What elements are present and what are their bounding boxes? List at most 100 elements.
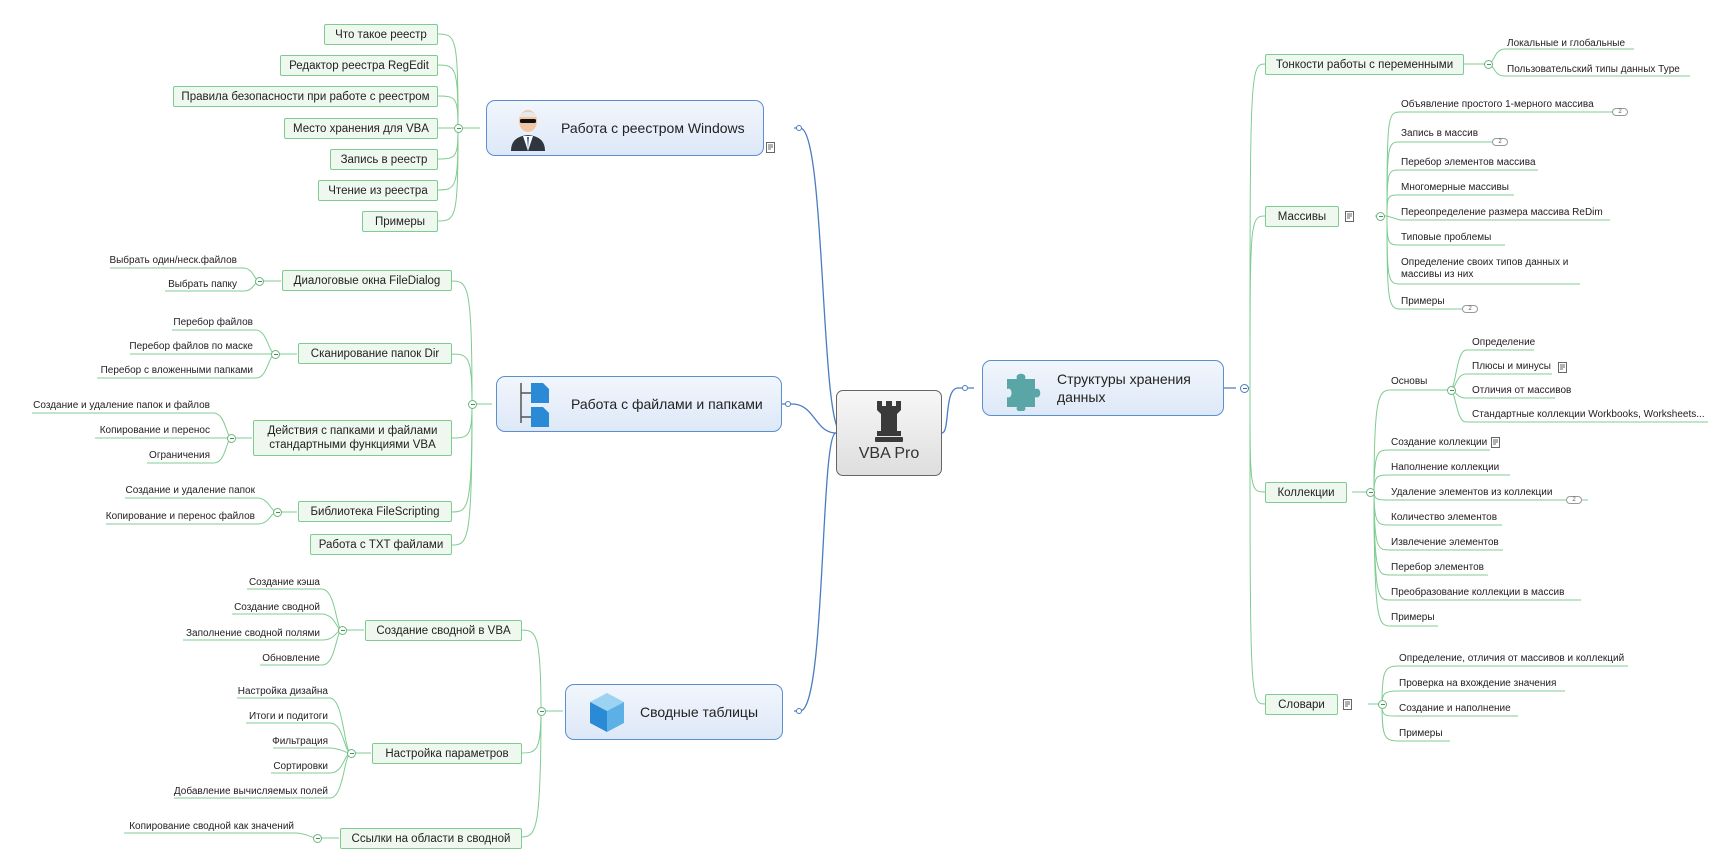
dicts-leaf[interactable]: Определение, отличия от массивов и колле… <box>1399 653 1625 664</box>
files-txt[interactable]: Работа с TXT файлами <box>310 534 452 555</box>
pivot-create[interactable]: Создание сводной в VBA <box>365 620 522 641</box>
storage-collections[interactable]: Коллекции <box>1265 482 1347 503</box>
storage-arrays[interactable]: Массивы <box>1265 206 1339 227</box>
pivot-settings-leaf[interactable]: Настройка дизайна <box>237 686 328 697</box>
registry-item-what[interactable]: Что такое реестр <box>324 24 438 45</box>
files-dir-leaf[interactable]: Перебор файлов по маске <box>129 341 253 352</box>
files-fso-leaf[interactable]: Создание и удаление папок <box>125 485 255 496</box>
registry-collapse-toggle[interactable] <box>454 124 463 133</box>
files-dialog-toggle[interactable] <box>255 277 264 286</box>
main-topic-storage[interactable]: Структуры хранения данных <box>982 360 1224 416</box>
pivot-connector-dot <box>796 708 802 714</box>
files-actions[interactable]: Действия с папками и файлами стандартным… <box>253 420 452 456</box>
files-dir-toggle[interactable] <box>271 350 280 359</box>
registry-item-storage[interactable]: Место хранения для VBA <box>284 118 438 139</box>
pivot-create-leaf[interactable]: Обновление <box>262 653 320 664</box>
collections-count-badge[interactable]: 2 <box>1566 496 1582 504</box>
pivot-settings-leaf[interactable]: Фильтрация <box>272 736 328 747</box>
files-dir-leaf[interactable]: Перебор с вложенными папками <box>100 365 253 376</box>
note-icon[interactable] <box>766 142 776 153</box>
arrays-toggle[interactable] <box>1376 212 1385 221</box>
files-actions-toggle[interactable] <box>227 434 236 443</box>
dicts-leaf[interactable]: Примеры <box>1399 728 1443 739</box>
collections-leaf[interactable]: Наполнение коллекции <box>1391 462 1500 473</box>
registry-item-examples[interactable]: Примеры <box>362 211 438 232</box>
collections-toggle[interactable] <box>1366 488 1375 497</box>
files-dir[interactable]: Сканирование папок Dir <box>298 343 452 364</box>
arrays-leaf[interactable]: Перебор элементов массива <box>1401 157 1536 168</box>
storage-dicts[interactable]: Словари <box>1265 694 1338 715</box>
storage-collapse-toggle[interactable] <box>1240 384 1249 393</box>
arrays-leaf[interactable]: Примеры <box>1401 296 1445 307</box>
collections-leaf[interactable]: Удаление элементов из коллекции <box>1391 487 1553 498</box>
collections-basics[interactable]: Основы <box>1391 376 1428 387</box>
arrays-count-badge[interactable]: 2 <box>1462 305 1478 313</box>
dicts-toggle[interactable] <box>1378 700 1387 709</box>
basics-leaf[interactable]: Стандартные коллекции Workbooks, Workshe… <box>1472 409 1705 420</box>
files-dialog[interactable]: Диалоговые окна FileDialog <box>282 270 452 291</box>
variables-leaf[interactable]: Локальные и глобальные <box>1507 38 1626 49</box>
pivot-links[interactable]: Ссылки на области в сводной <box>340 828 522 849</box>
files-fso-leaf[interactable]: Копирование и перенос файлов <box>105 511 255 522</box>
registry-item-regedit[interactable]: Редактор реестра RegEdit <box>280 55 438 76</box>
files-dir-leaf[interactable]: Перебор файлов <box>173 317 253 328</box>
collections-leaf[interactable]: Примеры <box>1391 612 1435 623</box>
variables-leaf[interactable]: Пользовательский типы данных Type <box>1507 64 1680 75</box>
files-actions-leaf[interactable]: Ограничения <box>149 450 210 461</box>
collections-leaf[interactable]: Создание коллекции <box>1391 437 1488 448</box>
collections-leaf[interactable]: Преобразование коллекции в массив <box>1391 587 1565 598</box>
pivot-settings-toggle[interactable] <box>347 749 356 758</box>
pivot-links-leaf[interactable]: Копирование сводной как значений <box>129 821 294 832</box>
pivot-settings[interactable]: Настройка параметров <box>372 743 522 764</box>
main-topic-files[interactable]: Работа с файлами и папками <box>496 376 782 432</box>
pivot-settings-leaf[interactable]: Добавление вычисляемых полей <box>173 786 328 797</box>
pivot-create-leaf[interactable]: Создание сводной <box>234 602 320 613</box>
arrays-leaf[interactable]: Переопределение размера массива ReDim <box>1401 207 1603 218</box>
pivot-create-leaf[interactable]: Заполнение сводной полями <box>185 628 320 639</box>
basics-leaf[interactable]: Отличия от массивов <box>1472 385 1572 396</box>
files-dialog-leaf[interactable]: Выбрать один/неск.файлов <box>109 255 237 266</box>
main-topic-registry[interactable]: Работа с реестром Windows <box>486 100 764 156</box>
collections-leaf[interactable]: Извлечение элементов <box>1391 537 1499 548</box>
note-icon[interactable] <box>1558 362 1568 373</box>
dicts-leaf[interactable]: Проверка на вхождение значения <box>1399 678 1557 689</box>
arrays-count-badge[interactable]: 2 <box>1492 138 1508 146</box>
arrays-leaf[interactable]: Определение своих типов данных и массивы… <box>1401 257 1569 280</box>
files-collapse-toggle[interactable] <box>468 400 477 409</box>
arrays-leaf[interactable]: Многомерные массивы <box>1401 182 1509 193</box>
collections-leaf[interactable]: Перебор элементов <box>1391 562 1484 573</box>
pivot-settings-leaf[interactable]: Итоги и подитоги <box>248 711 328 722</box>
arrays-count-badge[interactable]: 2 <box>1612 108 1628 116</box>
main-topic-pivot[interactable]: Сводные таблицы <box>565 684 783 740</box>
note-icon[interactable] <box>1345 211 1355 222</box>
basics-toggle[interactable] <box>1447 386 1456 395</box>
collections-leaf[interactable]: Количество элементов <box>1391 512 1498 523</box>
main-topic-registry-label: Работа с реестром Windows <box>561 120 745 136</box>
pivot-settings-leaf[interactable]: Сортировки <box>273 761 328 772</box>
pivot-links-toggle[interactable] <box>313 834 322 843</box>
basics-leaf[interactable]: Плюсы и минусы <box>1472 361 1551 372</box>
basics-leaf[interactable]: Определение <box>1472 337 1536 348</box>
arrays-leaf[interactable]: Типовые проблемы <box>1401 232 1492 243</box>
pivot-create-leaf[interactable]: Создание кэша <box>248 577 320 588</box>
dicts-leaf[interactable]: Создание и наполнение <box>1399 703 1511 714</box>
main-topic-storage-label: Структуры хранения данных <box>1057 371 1191 405</box>
central-topic[interactable]: VBA Pro <box>836 390 942 476</box>
registry-item-write[interactable]: Запись в реестр <box>330 149 438 170</box>
registry-item-security[interactable]: Правила безопасности при работе с реестр… <box>173 86 438 107</box>
files-fso[interactable]: Библиотека FileScripting <box>298 501 452 522</box>
pivot-create-toggle[interactable] <box>338 626 347 635</box>
arrays-leaf[interactable]: Объявление простого 1-мерного массива <box>1401 99 1594 110</box>
files-dialog-leaf[interactable]: Выбрать папку <box>168 279 237 290</box>
files-fso-toggle[interactable] <box>273 508 282 517</box>
note-icon[interactable] <box>1491 437 1501 448</box>
files-actions-leaf[interactable]: Создание и удаление папок и файлов <box>33 400 210 411</box>
arrays-leaf[interactable]: Запись в массив <box>1401 128 1479 139</box>
storage-variables[interactable]: Тонкости работы с переменными <box>1265 54 1464 75</box>
registry-item-read[interactable]: Чтение из реестра <box>318 180 438 201</box>
pivot-collapse-toggle[interactable] <box>537 707 546 716</box>
note-icon[interactable] <box>1343 699 1353 710</box>
files-actions-leaf[interactable]: Копирование и перенос <box>99 425 210 436</box>
variables-toggle[interactable] <box>1484 60 1493 69</box>
files-connector-dot <box>785 401 791 407</box>
